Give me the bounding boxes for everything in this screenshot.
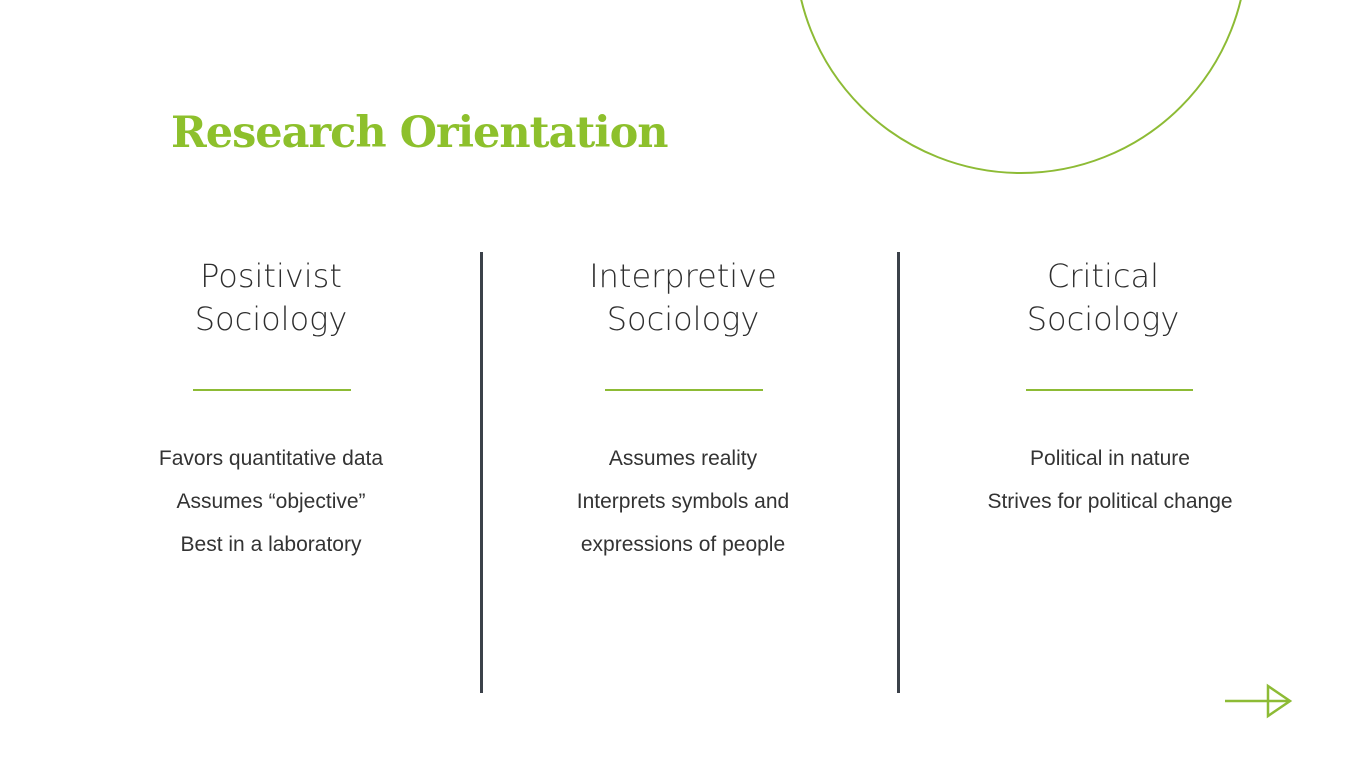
heading-line: Sociology xyxy=(194,300,348,338)
point: Assumes “objective” xyxy=(176,490,366,513)
green-underline xyxy=(605,389,763,391)
column-heading: Critical Sociology xyxy=(951,255,1255,341)
column-divider xyxy=(480,252,483,693)
column-divider xyxy=(897,252,900,693)
column-heading: Positivist Sociology xyxy=(141,255,401,341)
column-points: Favors quantitative data Assumes “object… xyxy=(141,437,401,566)
slide-title: Research Orientation xyxy=(171,108,669,158)
column-heading: Interpretive Sociology xyxy=(548,255,818,341)
heading-line: Critical xyxy=(1047,257,1159,295)
green-underline xyxy=(1026,389,1193,391)
column-critical: Critical Sociology Political in nature S… xyxy=(965,255,1255,513)
heading-line: Sociology xyxy=(606,300,760,338)
point: Assumes reality xyxy=(608,447,758,470)
point: Strives for political change xyxy=(987,490,1233,513)
point: Best in a laboratory xyxy=(180,533,362,556)
column-positivist: Positivist Sociology Favors quantitative… xyxy=(141,255,401,556)
green-underline xyxy=(193,389,351,391)
heading-line: Positivist xyxy=(200,257,342,295)
heading-line: Sociology xyxy=(1026,300,1180,338)
point: Favors quantitative data xyxy=(158,447,384,470)
decorative-circle xyxy=(794,0,1248,174)
arrow-right-icon[interactable] xyxy=(1222,683,1294,719)
column-points: Political in nature Strives for politica… xyxy=(965,437,1255,523)
point: Interprets symbols and xyxy=(576,490,790,513)
point: expressions of people xyxy=(580,533,786,556)
point: Political in nature xyxy=(1030,447,1190,470)
heading-line: Interpretive xyxy=(589,257,777,295)
column-points: Assumes reality Interprets symbols and e… xyxy=(548,437,818,566)
column-interpretive: Interpretive Sociology Assumes reality I… xyxy=(548,255,818,556)
